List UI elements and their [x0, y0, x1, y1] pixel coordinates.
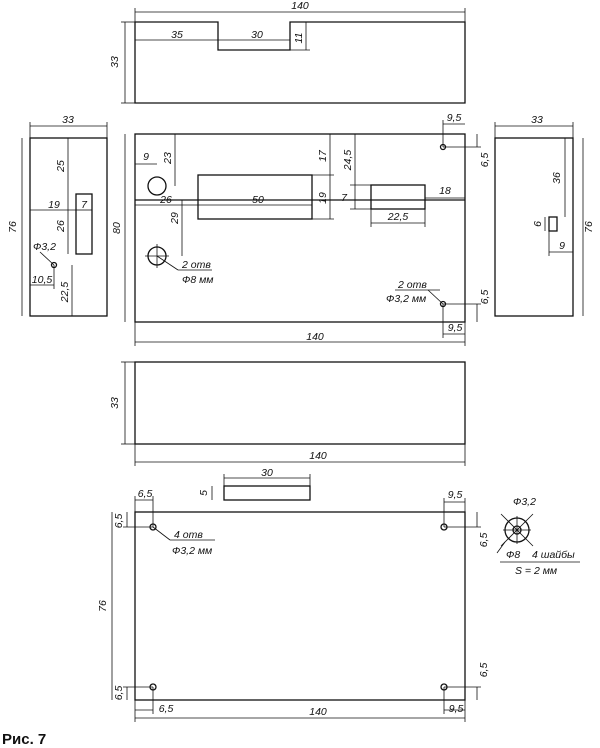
right-view-width-label: 33 — [531, 114, 543, 126]
washer-outer-diameter: Ф8 — [506, 549, 520, 561]
left-view-outline — [29, 137, 108, 317]
right-dim-6: 6 — [532, 221, 544, 227]
front-view-outline — [134, 133, 466, 323]
front-dim-26: 26 — [159, 194, 172, 206]
left-view-width-label: 33 — [62, 114, 74, 126]
front-dim-19: 19 — [317, 192, 329, 204]
front-note-holes3-size: Ф3,2 мм — [386, 293, 426, 305]
top-view-dim-35: 35 — [171, 29, 183, 41]
base-height-label: 76 — [97, 600, 109, 612]
base-tab-height-label: 5 — [198, 490, 210, 496]
left-view-slot — [75, 193, 93, 255]
base-dim-tl-v: 6,5 — [113, 514, 125, 529]
front-dim-9: 9 — [143, 151, 149, 163]
left-dim-25: 25 — [55, 160, 67, 173]
left-view-hole-label: Ф3,2 — [33, 241, 56, 253]
base-tab — [223, 485, 311, 501]
top-view: 140 35 30 11 33 — [109, 0, 466, 104]
top-view-height-label: 33 — [109, 56, 121, 68]
top-view-dim-11: 11 — [293, 33, 305, 44]
front-view: 140 80 9 23 29 26 50 17 19 24,5 7 — [111, 112, 491, 346]
front-dim-50: 50 — [252, 194, 264, 206]
base-width-label: 140 — [309, 706, 327, 718]
base-note-holes-count: 4 отв — [174, 529, 203, 541]
left-dim-22-5: 22,5 — [59, 282, 71, 304]
base-note-holes-size: Ф3,2 мм — [172, 545, 212, 557]
left-dim-26: 26 — [55, 220, 67, 233]
base-dim-tr-v: 6,5 — [478, 533, 490, 548]
front-note-holes8-size: Ф8 мм — [182, 274, 214, 286]
left-view-height-label: 76 — [7, 221, 19, 233]
front-view-width-label: 140 — [306, 331, 324, 343]
front-hole-8mm-upper — [147, 176, 167, 196]
right-view-height-label: 76 — [583, 221, 595, 233]
right-view-notch — [548, 216, 558, 232]
right-dim-9: 9 — [559, 240, 565, 252]
front-dim-24-5: 24,5 — [342, 150, 354, 172]
front-window-22-5 — [370, 184, 426, 210]
front-dim-9-5-top: 9,5 — [447, 112, 462, 124]
front-dim-9-5-bottom: 9,5 — [448, 322, 463, 334]
front-dim-7: 7 — [341, 192, 348, 204]
base-dim-br-v: 6,5 — [478, 663, 490, 678]
front-window-50 — [197, 174, 313, 220]
left-dim-7: 7 — [81, 199, 88, 211]
left-dim-19: 19 — [48, 199, 60, 211]
base-tab-length-label: 30 — [261, 467, 273, 479]
front-dim-18: 18 — [439, 185, 451, 197]
top-view-dim-30: 30 — [251, 29, 263, 41]
bottom-view-height-label: 33 — [109, 397, 121, 409]
front-dim-17: 17 — [317, 149, 329, 162]
washer-inner-diameter: Ф3,2 — [513, 496, 536, 508]
washer-count: 4 шайбы — [532, 549, 575, 561]
front-dim-6-5-top: 6,5 — [479, 153, 491, 168]
front-note-holes3-count: 2 отв — [397, 279, 427, 291]
bottom-view-outline — [134, 361, 466, 445]
figure-caption: Рис. 7 — [2, 731, 46, 748]
right-view: 33 76 36 6 9 — [494, 114, 595, 317]
base-dim-tr-h: 9,5 — [448, 489, 463, 501]
left-view: 33 76 25 26 22,5 19 7 10,5 Ф3,2 — [7, 114, 108, 317]
front-dim-23: 23 — [162, 152, 174, 165]
front-dim-22-5: 22,5 — [387, 211, 409, 223]
base-dim-br-h: 9,5 — [449, 703, 464, 715]
left-dim-10-5: 10,5 — [32, 274, 53, 286]
base-view: 30 5 140 76 6,5 6,5 9,5 6,5 — [97, 467, 580, 722]
base-dim-bl-h: 6,5 — [159, 703, 174, 715]
base-dim-tl-h: 6,5 — [138, 488, 153, 500]
right-view-outline — [494, 137, 574, 317]
front-dim-6-5-bottom: 6,5 — [479, 290, 491, 305]
washer-detail: Ф3,2 Ф8 4 шайбы S = 2 мм — [496, 496, 580, 577]
bottom-view-width-label: 140 — [309, 450, 327, 462]
right-dim-36: 36 — [551, 172, 563, 184]
base-dim-bl-v: 6,5 — [113, 686, 125, 701]
front-dim-29: 29 — [169, 212, 181, 225]
top-view-width-label: 140 — [291, 0, 309, 12]
bottom-view: 140 33 — [109, 361, 466, 466]
base-plate-outline — [134, 511, 466, 701]
front-view-height-label: 80 — [111, 222, 123, 234]
top-view-outline — [134, 21, 466, 104]
front-note-holes8-count: 2 отв — [181, 259, 211, 271]
washer-thickness: S = 2 мм — [515, 565, 557, 577]
